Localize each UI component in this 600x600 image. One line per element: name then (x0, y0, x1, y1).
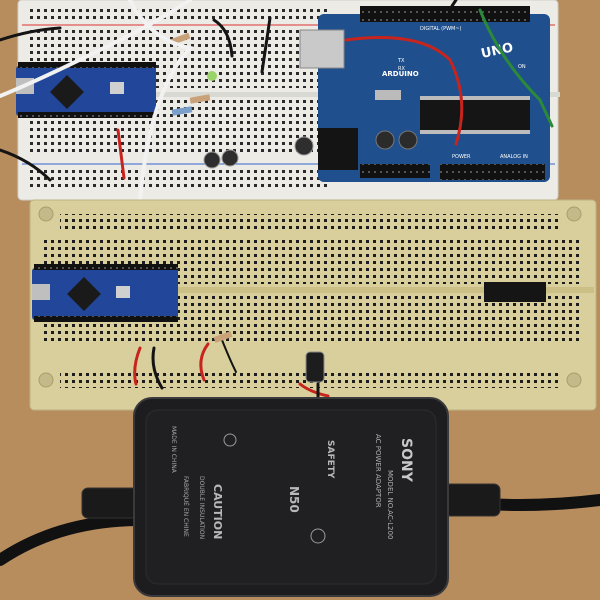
adapter-origin-fr: FABRIQUÉ EN CHINE (182, 476, 190, 537)
recycle-icon (223, 433, 237, 447)
bottom-wires (133, 339, 330, 400)
atmega-chip (420, 100, 530, 130)
uno-analog-label: ANALOG IN (500, 154, 528, 160)
arduino-nano-top (16, 62, 156, 118)
uno-rx-label: RX (398, 66, 405, 72)
adapter-brand: SONY (398, 438, 414, 483)
adapter-type: AC POWER ADAPTOR (374, 434, 382, 508)
adapter-insulation: DOUBLE INSULATION (198, 476, 205, 539)
usb-port (299, 29, 345, 69)
arduino-nano-bottom (32, 264, 178, 322)
power-adapter: SONY MODEL NO.AC-L200 AC POWER ADAPTOR S… (0, 397, 600, 597)
adapter-caution: CAUTION (211, 484, 224, 539)
adapter-safety: SAFETY (325, 440, 335, 479)
ic-chip (484, 282, 546, 302)
uno-on-label: ON (518, 64, 526, 70)
top-wires (0, 0, 554, 202)
uno-brand: ARDUINO (382, 70, 419, 78)
uno-digital-label: DIGITAL (PWM~) (420, 26, 462, 32)
arduino-uno: DIGITAL (PWM~) ARDUINO UNO TX RX ON POWE… (299, 6, 550, 182)
adapter-origin: MADE IN CHINA (170, 426, 177, 474)
electrolytic-capacitor (305, 351, 325, 383)
warning-icon (310, 528, 326, 544)
uno-tx-label: TX (397, 58, 405, 64)
dc-jack (318, 128, 358, 170)
adapter-model: MODEL NO.AC-L200 (386, 470, 394, 540)
green-led (207, 71, 217, 81)
uno-power-label: POWER (452, 154, 471, 160)
adapter-code: N50 (287, 486, 301, 513)
top-components (169, 32, 314, 169)
